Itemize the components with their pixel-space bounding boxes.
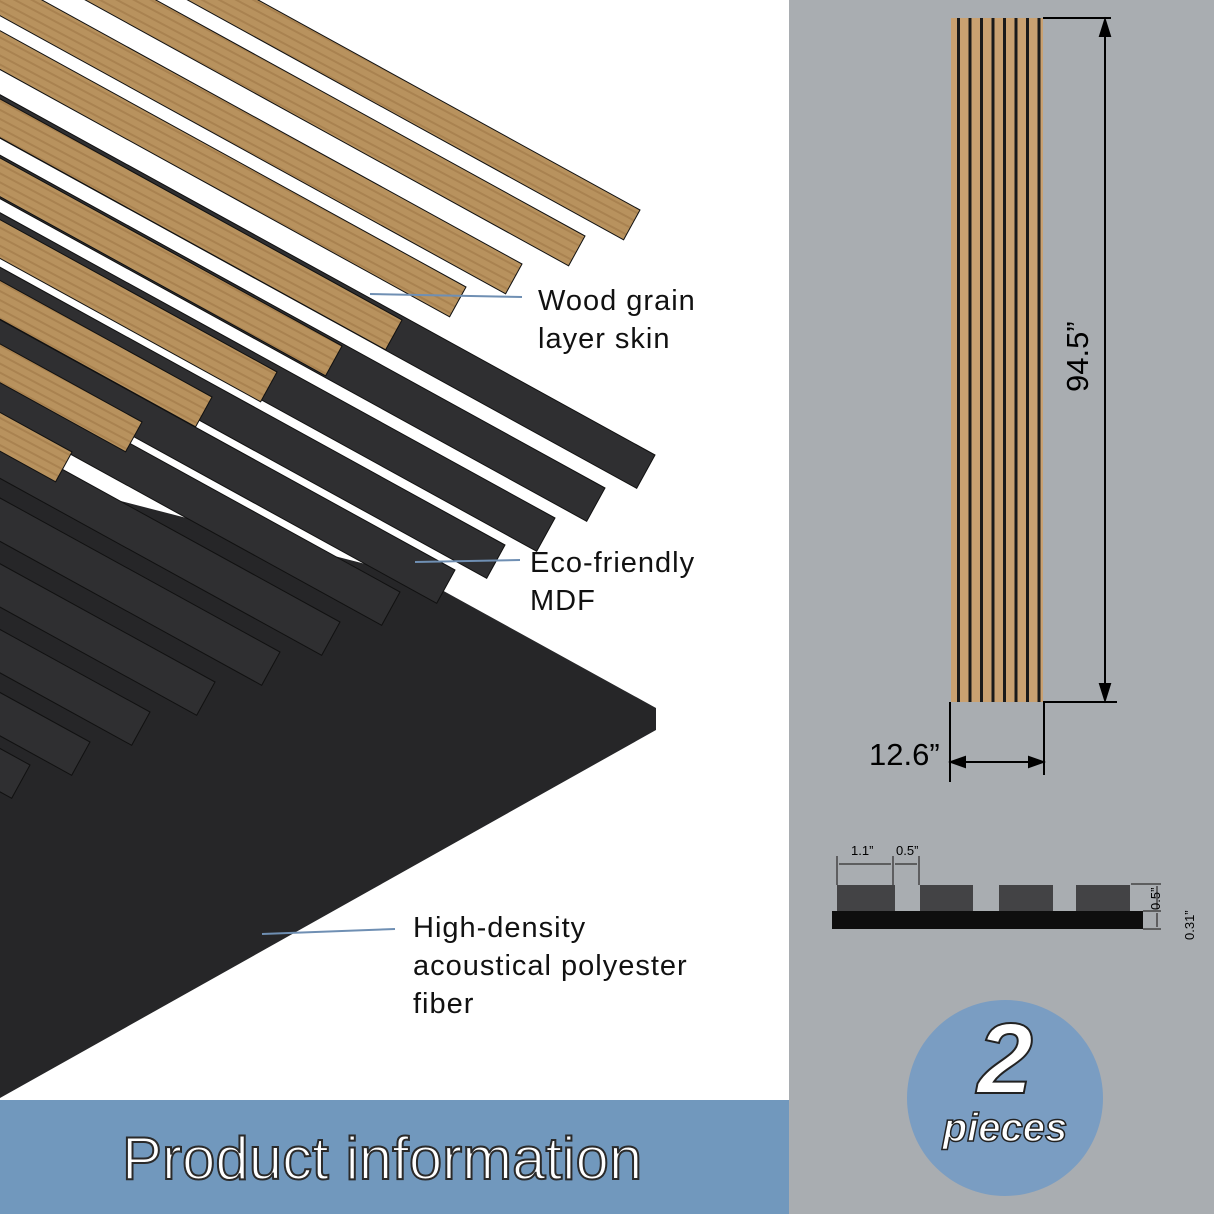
panel-groove	[1003, 18, 1006, 702]
profile-cross-section	[832, 856, 1161, 930]
width-label: 12.6”	[869, 737, 940, 772]
gap-label: 0.5”	[896, 843, 919, 858]
exploded-layers-illustration	[0, 0, 656, 1098]
wood-slat	[0, 219, 278, 403]
quantity-badge: 2 pieces	[907, 1000, 1103, 1196]
slat-depth-label: 0.5”	[1148, 887, 1163, 910]
leader-line-wood	[369, 293, 523, 298]
banner	[0, 1100, 789, 1214]
panel-groove	[957, 18, 960, 702]
callout-mdf: Eco-friendly MDF	[530, 547, 696, 617]
height-label: 94.5”	[1060, 321, 1095, 392]
mdf-slat	[0, 628, 151, 746]
banner-title: Product information	[121, 1124, 643, 1193]
mdf-slat	[0, 434, 341, 656]
quantity-number: 2	[976, 1002, 1034, 1116]
wood-slat	[84, 0, 586, 267]
quantity-unit: pieces	[942, 1105, 1068, 1151]
width-dimension-line	[948, 702, 1046, 782]
panel-groove	[1026, 18, 1029, 702]
dimension-drawing	[832, 16, 1161, 930]
panel-front-view	[951, 18, 1043, 702]
mdf-slat	[0, 563, 216, 716]
wood-slat	[0, 157, 343, 377]
mdf-slat	[0, 266, 506, 579]
panel-groove	[1037, 18, 1041, 702]
slat-width-label: 1.1”	[851, 843, 874, 858]
mdf-slat	[0, 319, 456, 604]
mdf-slat	[0, 497, 281, 686]
wood-slat	[0, 98, 403, 351]
panel-groove	[980, 18, 983, 702]
panel-groove	[991, 18, 995, 702]
callout-wood-grain: Wood grain layer skin	[538, 285, 696, 355]
panel-groove	[968, 18, 972, 702]
wood-slat	[0, 279, 213, 428]
leader-line-felt	[261, 928, 396, 935]
callout-polyester-fiber: High-density acoustical polyester fiber	[413, 912, 688, 1020]
height-dimension-line	[1043, 16, 1117, 704]
backing-depth-label: 0.31”	[1182, 910, 1197, 940]
wood-slat	[0, 411, 73, 483]
mdf-slat	[0, 747, 31, 799]
mdf-slat	[0, 691, 91, 776]
wood-slat	[0, 0, 523, 295]
wood-slat	[0, 30, 467, 318]
leader-line-mdf	[414, 559, 521, 563]
wood-slat	[186, 0, 641, 241]
wood-slat	[0, 343, 143, 453]
panel-groove	[1014, 18, 1018, 702]
